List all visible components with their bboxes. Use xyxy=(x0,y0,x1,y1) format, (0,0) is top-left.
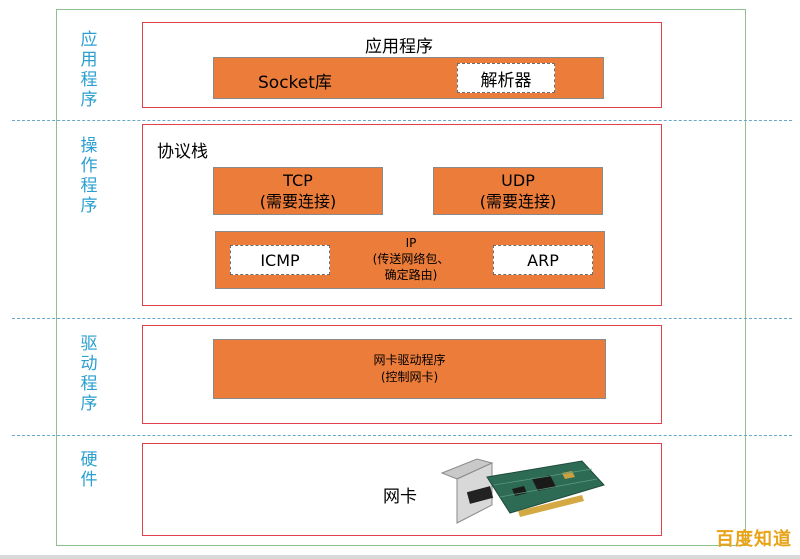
small-chip xyxy=(512,486,527,496)
layer-label-os: 操 作 程 序 xyxy=(80,136,98,216)
divider-os-driver xyxy=(12,318,792,319)
divider-driver-hw xyxy=(12,435,792,436)
bottom-bar xyxy=(0,555,800,559)
driver-sublabel: (控制网卡) xyxy=(380,370,439,384)
udp-label: UDP xyxy=(501,171,535,190)
ip-text: IP (传送网络包、 确定路由) xyxy=(346,235,476,283)
component xyxy=(562,471,575,479)
socket-label: Socket库 xyxy=(258,73,332,93)
driver-label: 网卡驱动程序 xyxy=(373,353,446,367)
fiber-connector xyxy=(466,486,494,504)
tcp-label: TCP xyxy=(283,171,313,190)
ip-sublabel-2: 确定路由) xyxy=(384,268,438,282)
trace-line xyxy=(493,468,593,486)
nic-label: 网卡 xyxy=(383,487,417,507)
outer-frame xyxy=(56,9,746,546)
socket-block: Socket库 解析器 xyxy=(213,57,604,99)
layer-label-driver: 驱 动 程 序 xyxy=(80,334,98,414)
os-layer-box: 协议栈 TCP (需要连接) UDP (需要连接) IP (传送网络包、 确定路… xyxy=(142,124,662,306)
driver-layer-box: 网卡驱动程序 (控制网卡) xyxy=(142,325,662,424)
udp-block: UDP (需要连接) xyxy=(433,167,603,215)
network-card-image xyxy=(440,458,605,524)
driver-block: 网卡驱动程序 (控制网卡) xyxy=(213,339,606,399)
pci-edge-connector xyxy=(518,495,584,517)
tcp-sublabel: (需要连接) xyxy=(259,192,337,211)
app-title: 应用程序 xyxy=(365,37,433,57)
divider-app-os xyxy=(12,120,792,121)
watermark: 百度知道 xyxy=(716,529,792,550)
layer-label-app: 应 用 程 序 xyxy=(80,30,98,110)
icmp-box: ICMP xyxy=(230,245,330,275)
arp-box: ARP xyxy=(493,245,593,275)
udp-sublabel: (需要连接) xyxy=(479,192,557,211)
controller-chip xyxy=(532,475,556,491)
trace-line xyxy=(499,478,598,498)
ip-block: IP (传送网络包、 确定路由) ICMP ARP xyxy=(215,231,605,289)
stack-title: 协议栈 xyxy=(157,142,208,162)
layer-label-hardware: 硬 件 xyxy=(80,450,98,490)
parser-box: 解析器 xyxy=(457,63,555,93)
app-layer-box: 应用程序 Socket库 解析器 xyxy=(142,22,662,108)
ip-sublabel-1: (传送网络包、 xyxy=(372,252,450,266)
tcp-block: TCP (需要连接) xyxy=(213,167,383,215)
ip-label: IP xyxy=(405,236,417,250)
